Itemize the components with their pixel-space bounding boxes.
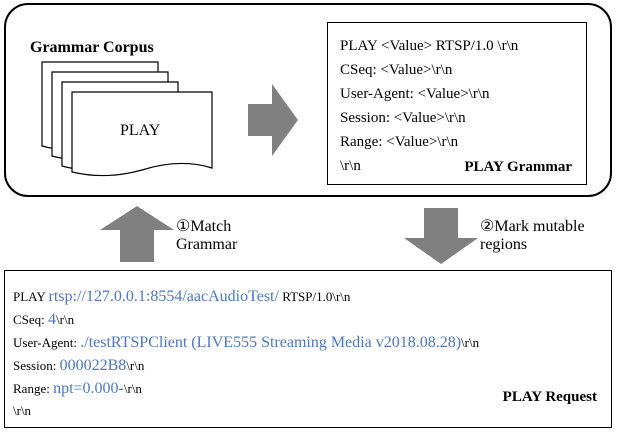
request-static-text: CSeq: (13, 312, 49, 327)
play-grammar-title: PLAY Grammar (464, 159, 572, 175)
request-line: User-Agent: ./testRTSPClient (LIVE555 St… (13, 334, 479, 352)
grammar-line: \r\n (340, 158, 361, 174)
right-arrow-icon (248, 84, 298, 156)
request-mutable-value: 4 (48, 311, 57, 328)
down-arrow-icon (404, 208, 478, 264)
request-line: Session: 000022B8\r\n (13, 357, 144, 375)
request-mutable-value: ./testRTSPClient (LIVE555 Streaming Medi… (80, 334, 462, 351)
up-arrow-icon (100, 206, 174, 262)
play-request-title: PLAY Request (502, 389, 597, 405)
mark-step-text: regions (480, 236, 528, 253)
match-grammar-label: ①Match Grammar (176, 218, 237, 254)
request-mutable-value: rtsp://127.0.0.1:8554/aacAudioTest/ (48, 288, 279, 305)
request-static-text: \r\n (461, 335, 480, 350)
mark-mutable-label: ②Mark mutable regions (480, 218, 585, 254)
request-static-text: \r\n (123, 381, 142, 396)
grammar-line: CSeq: <Value>\r\n (340, 62, 453, 78)
request-mutable-value: 000022B8 (59, 357, 127, 374)
document-stack-icon (41, 61, 213, 177)
request-static-text: \r\n (13, 403, 32, 418)
request-static-text: \r\n (56, 312, 75, 327)
document-label: PLAY (120, 122, 161, 139)
mark-step-text: ②Mark mutable (480, 218, 585, 235)
request-line: PLAY rtsp://127.0.0.1:8554/aacAudioTest/… (13, 288, 350, 306)
request-static-text: Range: (13, 381, 54, 396)
grammar-panel (4, 3, 612, 197)
request-mutable-value: npt=0.000- (53, 380, 124, 397)
play-request-box: PLAY rtsp://127.0.0.1:8554/aacAudioTest/… (4, 270, 612, 428)
match-step-text: ①Match (176, 218, 232, 235)
request-static-text: Session: (13, 358, 60, 373)
request-static-text: User-Agent: (13, 335, 81, 350)
grammar-corpus-title: Grammar Corpus (30, 39, 154, 56)
grammar-line: PLAY <Value> RTSP/1.0 \r\n (340, 38, 519, 54)
document-sheet (71, 91, 213, 177)
grammar-line: Session: <Value>\r\n (340, 110, 466, 126)
request-line: Range: npt=0.000-\r\n (13, 380, 142, 398)
grammar-line: User-Agent: <Value>\r\n (340, 86, 490, 102)
request-static-text: RTSP/1.0\r\n (278, 289, 351, 304)
request-static-text: PLAY (13, 289, 49, 304)
request-line: CSeq: 4\r\n (13, 311, 74, 329)
match-step-text: Grammar (176, 236, 238, 253)
play-grammar-box: PLAY <Value> RTSP/1.0 \r\n CSeq: <Value>… (327, 22, 587, 185)
grammar-line: Range: <Value>\r\n (340, 134, 459, 150)
request-static-text: \r\n (126, 358, 145, 373)
request-line: \r\n (13, 403, 31, 419)
